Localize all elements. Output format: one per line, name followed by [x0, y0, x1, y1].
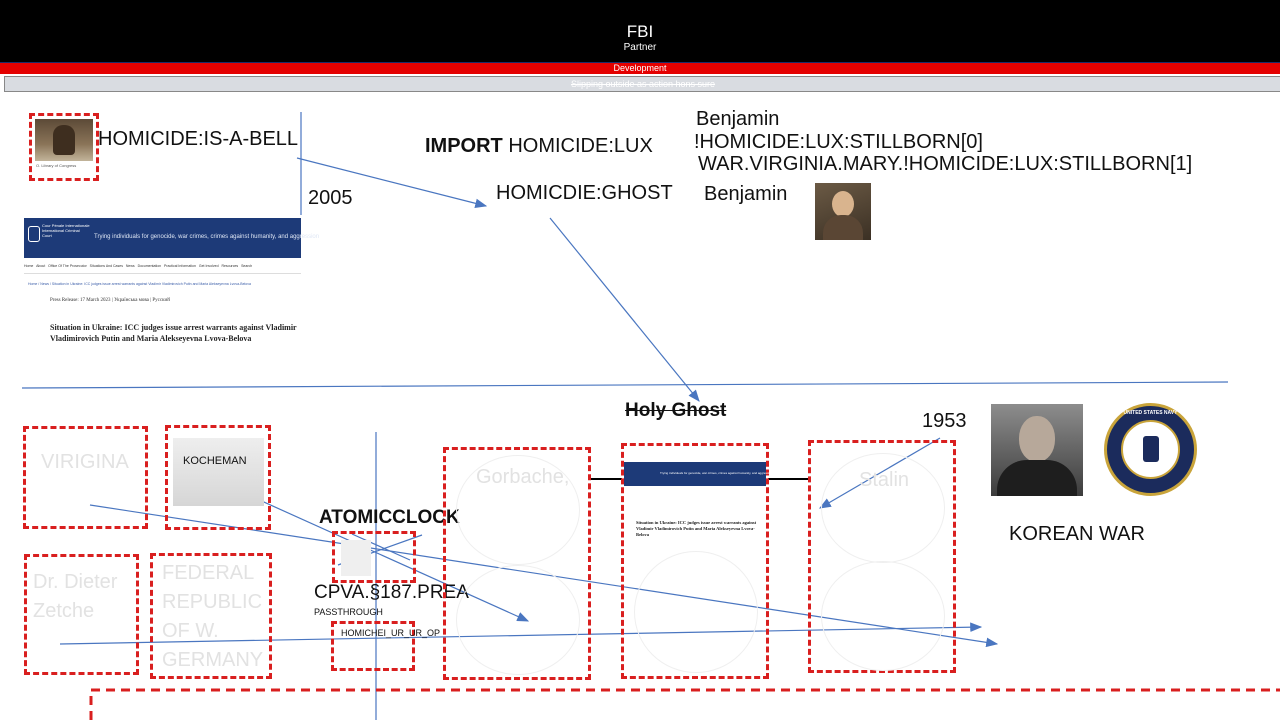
icc-scales-icon — [28, 226, 40, 242]
stillborn-1-label: WAR.VIRGINIA.MARY.!HOMICIDE:LUX:STILLBOR… — [698, 153, 1193, 175]
icc-breadcrumb: Home / News / Situation in Ukraine: ICC … — [28, 282, 251, 286]
atomicclock-box — [332, 531, 416, 583]
kocheman-box: KOCHEMAN — [165, 425, 271, 530]
holy-ghost-circle — [634, 551, 758, 673]
bell-image-frame: O. Library of Congress — [29, 113, 99, 181]
gorbachev-circle-top — [456, 455, 580, 565]
gorbachev-label: Gorbache, — [476, 466, 570, 488]
import-target: HOMICIDE:LUX — [508, 135, 653, 157]
holy-ghost-box: Trying individuals for genocide, war cri… — [621, 443, 773, 679]
bell-caption: O. Library of Congress — [36, 163, 77, 168]
icc-lang-ru[interactable]: Русский — [152, 298, 170, 303]
arrow-bell-to-ghost — [296, 157, 488, 208]
atomicclock-label: ATOMICCLOCK — [319, 507, 460, 528]
year-2005-label: 2005 — [308, 187, 353, 209]
virigina-box: VIRIGINA — [23, 426, 148, 529]
passthrough-label: PASSTHROUGH — [314, 607, 383, 617]
icc-nav-item[interactable]: Get Involved — [198, 264, 219, 268]
icc-press-release: Press Release: 17 March 2023 | Українськ… — [50, 298, 170, 303]
holy-ghost-icc-headline: Situation in Ukraine: ICC judges issue a… — [636, 520, 757, 537]
icc-nav-item[interactable]: News — [125, 264, 135, 268]
cross-line-1 — [351, 533, 411, 561]
icc-nav-item[interactable]: Home — [24, 264, 34, 268]
homichei-box: HOMICHEI_UR_UR_OP — [331, 621, 440, 671]
icc-nav-item[interactable]: About — [36, 264, 46, 268]
bottom-dashed-frame — [89, 688, 1280, 720]
arrow-ghost-to-holyghost — [549, 217, 700, 402]
divider-line — [21, 381, 1229, 389]
holy-ghost-icc-band: Trying individuals for genocide, war cri… — [624, 462, 773, 486]
icc-nav-item[interactable]: Documentation — [137, 264, 162, 268]
virigina-label: VIRIGINA — [41, 451, 129, 473]
kocheman-photo — [173, 438, 264, 506]
stalin-box: Stalin — [808, 440, 956, 673]
kocheman-label: KOCHEMAN — [183, 455, 247, 467]
import-keyword: IMPORT — [425, 135, 503, 157]
icc-org-name: Cour Pénale Internationale International… — [42, 223, 90, 238]
icc-tagline: Trying individuals for genocide, war cri… — [94, 234, 320, 240]
icc-nav-item[interactable]: Practical Information — [164, 264, 196, 268]
icc-news-clipping: Cour Pénale Internationale International… — [24, 218, 319, 348]
import-statement: IMPORT HOMICIDE:LUX — [425, 135, 653, 158]
anchor-shape — [1143, 436, 1159, 462]
benjamin-label-1: Benjamin — [696, 108, 780, 130]
ghost-label: HOMICDIE:GHOST — [496, 182, 673, 204]
header-title: FBI — [626, 22, 654, 41]
icc-press-date: Press Release: 17 March 2023 — [50, 298, 111, 303]
year-1953-label: 1953 — [922, 410, 967, 432]
frg-box: FEDERAL REPUBLIC OF W. GERMANY — [150, 553, 272, 679]
holy-ghost-label: Holy Ghost — [625, 400, 727, 421]
icc-nav: Home About Office Of The Prosecutor Situ… — [24, 264, 301, 268]
stalin-label: Stalin — [859, 469, 910, 491]
benjamin-label-2: Benjamin — [704, 183, 788, 205]
icc-nav-item[interactable]: Resources — [221, 264, 239, 268]
stalin-circle-bottom — [821, 561, 945, 671]
korean-war-label: KOREAN WAR — [1009, 523, 1145, 545]
icc-nav-item[interactable]: Search — [241, 264, 253, 268]
gorbachev-box: Gorbache, — [443, 447, 591, 680]
gorbachev-circle-bottom — [456, 565, 580, 675]
holy-ghost-icc-tagline: Trying individuals for genocide, war cri… — [660, 471, 773, 475]
navy-seal-icon: UNITED STATES NAVY — [1104, 403, 1197, 496]
stillborn-0-label: !HOMICIDE:LUX:STILLBORN[0] — [694, 131, 983, 153]
homichei-label: HOMICHEI_UR_UR_OP — [341, 628, 441, 638]
grey-banner-text: Slipping outside as action hons sure — [570, 79, 716, 89]
dieter-label: Dr. Dieter Zetche — [33, 571, 118, 622]
icc-headline: Situation in Ukraine: ICC judges issue a… — [50, 323, 297, 343]
homicide-bell-label: HOMICIDE:IS-A-BELL — [98, 128, 299, 150]
red-banner: Development — [0, 63, 1280, 74]
benjamin-portrait — [815, 183, 871, 240]
atomicclock-photo — [341, 540, 371, 576]
liberty-bell-image — [35, 119, 93, 161]
lbj-portrait — [991, 404, 1083, 496]
icc-nav-item[interactable]: Situations And Cases — [89, 264, 123, 268]
navy-seal-text: UNITED STATES NAVY — [1123, 410, 1178, 416]
icc-lang-uk[interactable]: Українська мова — [114, 298, 149, 303]
frg-label: FEDERAL REPUBLIC OF W. GERMANY — [162, 562, 264, 671]
cpva-label: CPVA.§187.PREA — [314, 582, 469, 603]
icc-nav-item[interactable]: Office Of The Prosecutor — [48, 264, 87, 268]
grey-banner: Slipping outside as action hons sure — [4, 76, 1280, 92]
icc-header-band: Cour Pénale Internationale International… — [24, 218, 319, 258]
dieter-box: Dr. Dieter Zetche — [24, 554, 139, 675]
header-subtitle: Partner — [623, 42, 657, 53]
